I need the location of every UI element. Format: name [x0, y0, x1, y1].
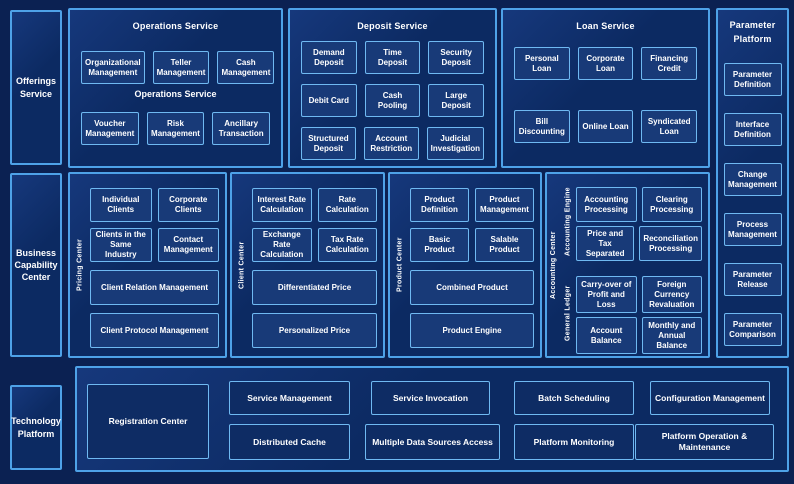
diagram-box-clients-same-industry: Clients in the Same Industry [90, 228, 152, 262]
pricing-center-panel: Pricing Center Individual Clients Corpor… [68, 172, 227, 358]
diagram-box-organizational-management: Organizational Management [81, 51, 145, 84]
diagram-box-large-deposit: Large Deposit [428, 84, 485, 117]
diagram-box-clearing-processing: Clearing Processing [641, 187, 702, 222]
general-ledger-label: General Ledger [564, 285, 572, 341]
diagram-box-product-engine: Product Engine [410, 313, 534, 348]
diagram-box-product-definition: Product Definition [410, 188, 469, 222]
accounting-center-panel: Accounting Center Accounting Engine Acco… [545, 172, 710, 358]
client-center-panel: Client Center Interest Rate Calculation … [230, 172, 385, 358]
diagram-box-demand-deposit: Demand Deposit [301, 41, 357, 74]
pricing-center-label: Pricing Center [76, 238, 84, 292]
diagram-box-parameter-release: Parameter Release [723, 263, 782, 296]
sidebar-technology-platform: Technology Platform [10, 385, 62, 470]
operations-service-mid-label: Operations Service [134, 89, 217, 99]
deposit-row-1: Demand Deposit Time Deposit Security Dep… [290, 41, 495, 74]
diagram-box-configuration-management: Configuration Management [650, 381, 770, 415]
deposit-service-title: Deposit Service [357, 21, 428, 31]
deposit-row-2: Debit Card Cash Pooling Large Deposit [290, 84, 495, 117]
diagram-box-process-management: Process Management [723, 213, 782, 246]
diagram-box-ancillary-transaction: Ancillary Transaction [212, 112, 271, 145]
deposit-service-panel: Deposit Service Demand Deposit Time Depo… [288, 8, 497, 168]
diagram-box-client-relation-management: Client Relation Management [90, 270, 219, 305]
loan-service-title: Loan Service [576, 21, 635, 31]
sidebar-offerings-service: Offerings Service [10, 10, 62, 165]
product-center-label: Product Center [396, 237, 404, 293]
operations-service-title: Operations Service [132, 21, 219, 31]
parameter-platform-title: Parameter Platform [729, 20, 776, 44]
diagram-box-contact-management: Contact Management [157, 228, 219, 262]
diagram-box-parameter-definition: Parameter Definition [723, 63, 782, 96]
diagram-box-personal-loan: Personal Loan [514, 47, 570, 80]
diagram-box-monthly-annual-balance: Monthly and Annual Balance [641, 317, 702, 354]
diagram-box-foreign-currency-revaluation: Foreign Currency Revaluation [641, 276, 702, 313]
operations-row-2: Voucher Management Risk Management Ancil… [70, 112, 281, 146]
loan-service-panel: Loan Service Personal Loan Corporate Loa… [501, 8, 710, 168]
diagram-box-registration-center: Registration Center [87, 384, 209, 459]
diagram-box-combined-product: Combined Product [410, 270, 534, 305]
diagram-box-basic-product: Basic Product [410, 228, 469, 262]
diagram-box-carry-over-profit-loss: Carry-over of Profit and Loss [576, 276, 637, 313]
client-center-label: Client Center [238, 241, 246, 289]
diagram-box-client-protocol-management: Client Protocol Management [90, 313, 219, 348]
diagram-box-platform-monitoring: Platform Monitoring [514, 424, 634, 460]
diagram-box-accounting-processing: Accounting Processing [576, 187, 637, 222]
accounting-engine-group: Accounting Engine Accounting Processing … [560, 183, 702, 261]
operations-row-1: Organizational Management Teller Managem… [70, 51, 281, 84]
diagram-box-risk-management: Risk Management [146, 112, 205, 145]
diagram-box-online-loan: Online Loan [577, 110, 634, 143]
diagram-box-time-deposit: Time Deposit [364, 41, 421, 74]
diagram-box-rate-calculation: Rate Calculation [317, 188, 377, 222]
diagram-box-structured-deposit: Structured Deposit [301, 127, 356, 160]
general-ledger-group: General Ledger Carry-over of Profit and … [560, 272, 702, 354]
diagram-box-cash-pooling: Cash Pooling [364, 84, 421, 117]
diagram-box-voucher-management: Voucher Management [81, 112, 139, 145]
parameter-platform-panel: Parameter Platform Parameter Definition … [716, 8, 789, 358]
diagram-box-debit-card: Debit Card [301, 84, 357, 117]
diagram-box-account-balance: Account Balance [576, 317, 637, 354]
diagram-box-syndicated-loan: Syndicated Loan [641, 110, 698, 143]
diagram-box-judicial-investigation: Judicial Investigation [426, 127, 484, 160]
diagram-box-individual-clients: Individual Clients [90, 188, 152, 222]
diagram-box-interface-definition: Interface Definition [723, 113, 782, 146]
product-center-panel: Product Center Product Definition Produc… [388, 172, 542, 358]
diagram-box-cash-management: Cash Management [217, 51, 275, 84]
operations-service-panel: Operations Service Organizational Manage… [68, 8, 283, 168]
diagram-box-platform-operation-maintenance: Platform Operation & Maintenance [635, 424, 774, 460]
diagram-box-service-invocation: Service Invocation [371, 381, 490, 415]
diagram-box-personalized-price: Personalized Price [252, 313, 377, 348]
sidebar-business-capability-center: Business Capability Center [10, 173, 62, 357]
technology-platform-panel: Registration Center Service Management S… [75, 366, 789, 472]
accounting-center-label: Accounting Center [550, 231, 557, 299]
diagram-box-corporate-loan: Corporate Loan [577, 47, 634, 80]
diagram-box-service-management: Service Management [229, 381, 350, 415]
diagram-box-price-and-tax-separated: Price and Tax Separated [576, 226, 635, 261]
diagram-box-corporate-clients: Corporate Clients [157, 188, 219, 222]
diagram-box-change-management: Change Management [723, 163, 782, 196]
diagram-box-security-deposit: Security Deposit [428, 41, 485, 74]
diagram-box-reconciliation-processing: Reconciliation Processing [639, 226, 702, 261]
diagram-box-tax-rate-calculation: Tax Rate Calculation [317, 228, 377, 262]
diagram-box-salable-product: Salable Product [475, 228, 534, 262]
diagram-box-bill-discounting: Bill Discounting [514, 110, 570, 143]
diagram-box-differentiated-price: Differentiated Price [252, 270, 377, 305]
diagram-box-parameter-comparison: Parameter Comparison [723, 313, 782, 346]
diagram-box-batch-scheduling: Batch Scheduling [514, 381, 634, 415]
diagram-box-product-management: Product Management [475, 188, 534, 222]
loan-row-1: Personal Loan Corporate Loan Financing C… [503, 47, 708, 80]
accounting-engine-label: Accounting Engine [564, 187, 572, 257]
diagram-box-multiple-data-sources-access: Multiple Data Sources Access [365, 424, 500, 460]
diagram-box-exchange-rate-calculation: Exchange Rate Calculation [252, 228, 312, 262]
diagram-box-teller-management: Teller Management [152, 51, 210, 84]
deposit-row-3: Structured Deposit Account Restriction J… [290, 127, 495, 160]
loan-row-2: Bill Discounting Online Loan Syndicated … [503, 110, 708, 143]
diagram-box-distributed-cache: Distributed Cache [229, 424, 350, 460]
diagram-box-financing-credit: Financing Credit [641, 47, 698, 80]
diagram-box-account-restriction: Account Restriction [363, 127, 419, 160]
diagram-box-interest-rate-calculation: Interest Rate Calculation [252, 188, 312, 222]
